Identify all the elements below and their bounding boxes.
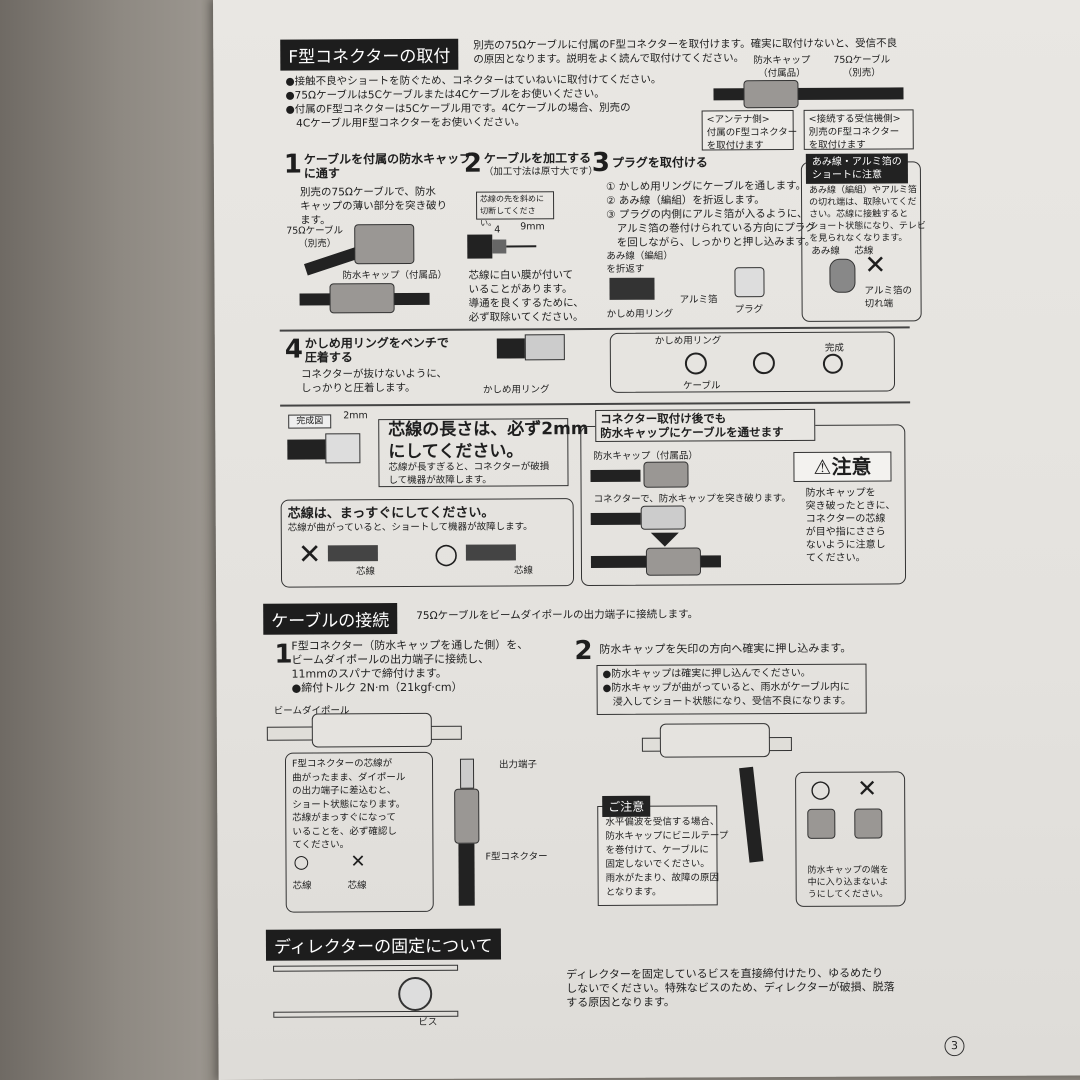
label-cable: 75Ωケーブル（別売） xyxy=(286,225,344,250)
s2-step1-body: F型コネクター（防水キャップを通した側）を、ビームダイポールの出力端子に接続し、… xyxy=(291,638,529,695)
label-core: 芯線 xyxy=(347,880,367,892)
dimension-9mm: 9mm xyxy=(520,221,545,233)
label-ring: かしめ用リング xyxy=(606,308,674,320)
core-length-note: 芯線が長すぎると、コネクターが破損して機器が故障します。 xyxy=(388,461,550,487)
label-cap: 防水キャップ（付属品） xyxy=(342,269,447,282)
divider xyxy=(280,401,911,407)
caution-body: 防水キャップを突き破ったときに、コネクターの芯線が目や指にささらないように注意し… xyxy=(805,487,896,564)
label-core: 芯線 xyxy=(292,880,312,892)
caution-body: 水平偏波を受信する場合、防水キャップにビニルテープを巻付けて、ケーブルに固定しな… xyxy=(605,816,729,898)
label-fold: あみ線（編組）を折返す xyxy=(606,250,673,275)
section-intro: 75Ωケーブルをビームダイポールの出力端子に接続します。 xyxy=(416,608,699,622)
step-number: 1 xyxy=(274,639,293,670)
section-header-cable-connection: ケーブルの接続 xyxy=(263,603,398,635)
manual-page: F型コネクターの取付 別売の75Ωケーブルに付属のF型コネクターを取付けます。確… xyxy=(213,0,1080,1080)
step3-title: プラグを取付ける xyxy=(611,155,708,170)
bullet-list: ●接触不良やショートを防ぐため、コネクターはていねいに取付けてください。●75Ω… xyxy=(285,73,662,130)
label-cable: ケーブル xyxy=(682,380,721,392)
label-f-connector: F型コネクター xyxy=(485,851,548,863)
step-number: 3 xyxy=(591,147,611,179)
dimension-2mm: 2mm xyxy=(343,410,368,422)
step2-subtitle: （加工寸法は原寸大です） xyxy=(483,165,598,178)
step-number: 1 xyxy=(283,149,303,180)
after-install-heading: コネクター取付け後でも防水キャップにケーブルを通せます xyxy=(595,408,816,443)
cap-end-note: 防水キャップの端を中に入り込まないようにしてください。 xyxy=(807,865,889,900)
step4-body: コネクターが抜けないように、しっかりと圧着します。 xyxy=(300,367,448,395)
step1-title: ケーブルを付属の防水キャップに通す xyxy=(303,151,472,181)
divider xyxy=(279,326,910,332)
step3-list: ① かしめ用リングにケーブルを通します。② あみ線（編組）を折返します。③ プラ… xyxy=(605,179,816,249)
completed-diagram-label: 完成図 xyxy=(288,414,332,429)
ok-mark-icon: ○ xyxy=(433,536,459,570)
caution-heading: ご注意 xyxy=(602,795,651,817)
step4-title: かしめ用リングをベンチで圧着する xyxy=(304,335,449,365)
label-plug: プラグ xyxy=(734,304,764,316)
ok-mark-icon: ○ xyxy=(810,774,832,803)
short-warning-title: あみ線・アルミ箔のショートに注意 xyxy=(805,153,908,184)
label-foil: アルミ箔 xyxy=(679,294,718,306)
ng-mark-icon: ✕ xyxy=(350,851,366,873)
straight-core-heading: 芯線は、まっすぐにしてください。 xyxy=(287,505,495,522)
label-braid: あみ線 xyxy=(811,245,840,257)
label-core: 芯線 xyxy=(355,566,376,578)
step-number: 2 xyxy=(574,636,593,667)
section-header-director: ディレクターの固定について xyxy=(265,928,501,961)
label-foil-scrap: アルミ箔の切れ端 xyxy=(864,285,912,310)
step2-body: 芯線に白い膜が付いていることがあります。導通を良くするために、必ず取除いてくださ… xyxy=(468,269,584,324)
s2-step2-title: 防水キャップを矢印の方向へ確実に押し込みます。 xyxy=(599,641,852,656)
pierce-note: コネクターで、防水キャップを突き破ります。 xyxy=(593,492,791,506)
label-ring: かしめ用リング xyxy=(483,384,550,396)
director-note: ディレクターを固定しているビスを直接締付けたり、ゆるめたりしないでください。特殊… xyxy=(566,966,895,1010)
step2-title: ケーブルを加工する xyxy=(483,151,592,166)
step1-body: 別売の75Ωケーブルで、防水キャップの薄い部分を突き破ります。 xyxy=(299,185,448,227)
label-screw: ビス xyxy=(418,1016,438,1028)
label-output-terminal: 出力端子 xyxy=(498,759,538,771)
step2-note: 芯線の先を斜めに切断してください。 xyxy=(476,191,555,228)
step-number: 2 xyxy=(463,148,483,179)
label-core: 芯線 xyxy=(513,565,534,577)
cable-overview-diagram: 防水キャップ（付属品） 75Ωケーブル（別売） <アンテナ側>付属のF型コネクタ… xyxy=(693,51,914,152)
page-number: 3 xyxy=(944,1036,965,1057)
ng-mark-icon: ✕ xyxy=(864,250,887,281)
ng-mark-icon: ✕ xyxy=(297,537,322,571)
section-header-f-connector: F型コネクターの取付 xyxy=(280,38,459,71)
label-ring: かしめ用リング xyxy=(654,335,722,347)
ok-mark-icon: ○ xyxy=(293,851,310,873)
s2-step2-notes: ●防水キャップは確実に押し込んでください。●防水キャップが曲がっていると、雨水が… xyxy=(596,663,867,716)
straight-core-note: 芯線が曲がっていると、ショートして機器が故障します。 xyxy=(287,521,533,534)
step-number: 4 xyxy=(284,334,304,365)
label-done: 完成 xyxy=(824,342,844,354)
short-warning-body: あみ線（編組）やアルミ箔の切れ端は、取除いてください。芯線に接触するとショート状… xyxy=(808,185,926,244)
caution-heading: ⚠注意 xyxy=(793,451,892,482)
dimension-4: 4 xyxy=(494,224,501,236)
s2-note-text: F型コネクターの芯線が曲がったまま、ダイポールの出力端子に差込むと、ショート状態… xyxy=(291,758,406,851)
ng-mark-icon: ✕ xyxy=(857,774,878,803)
